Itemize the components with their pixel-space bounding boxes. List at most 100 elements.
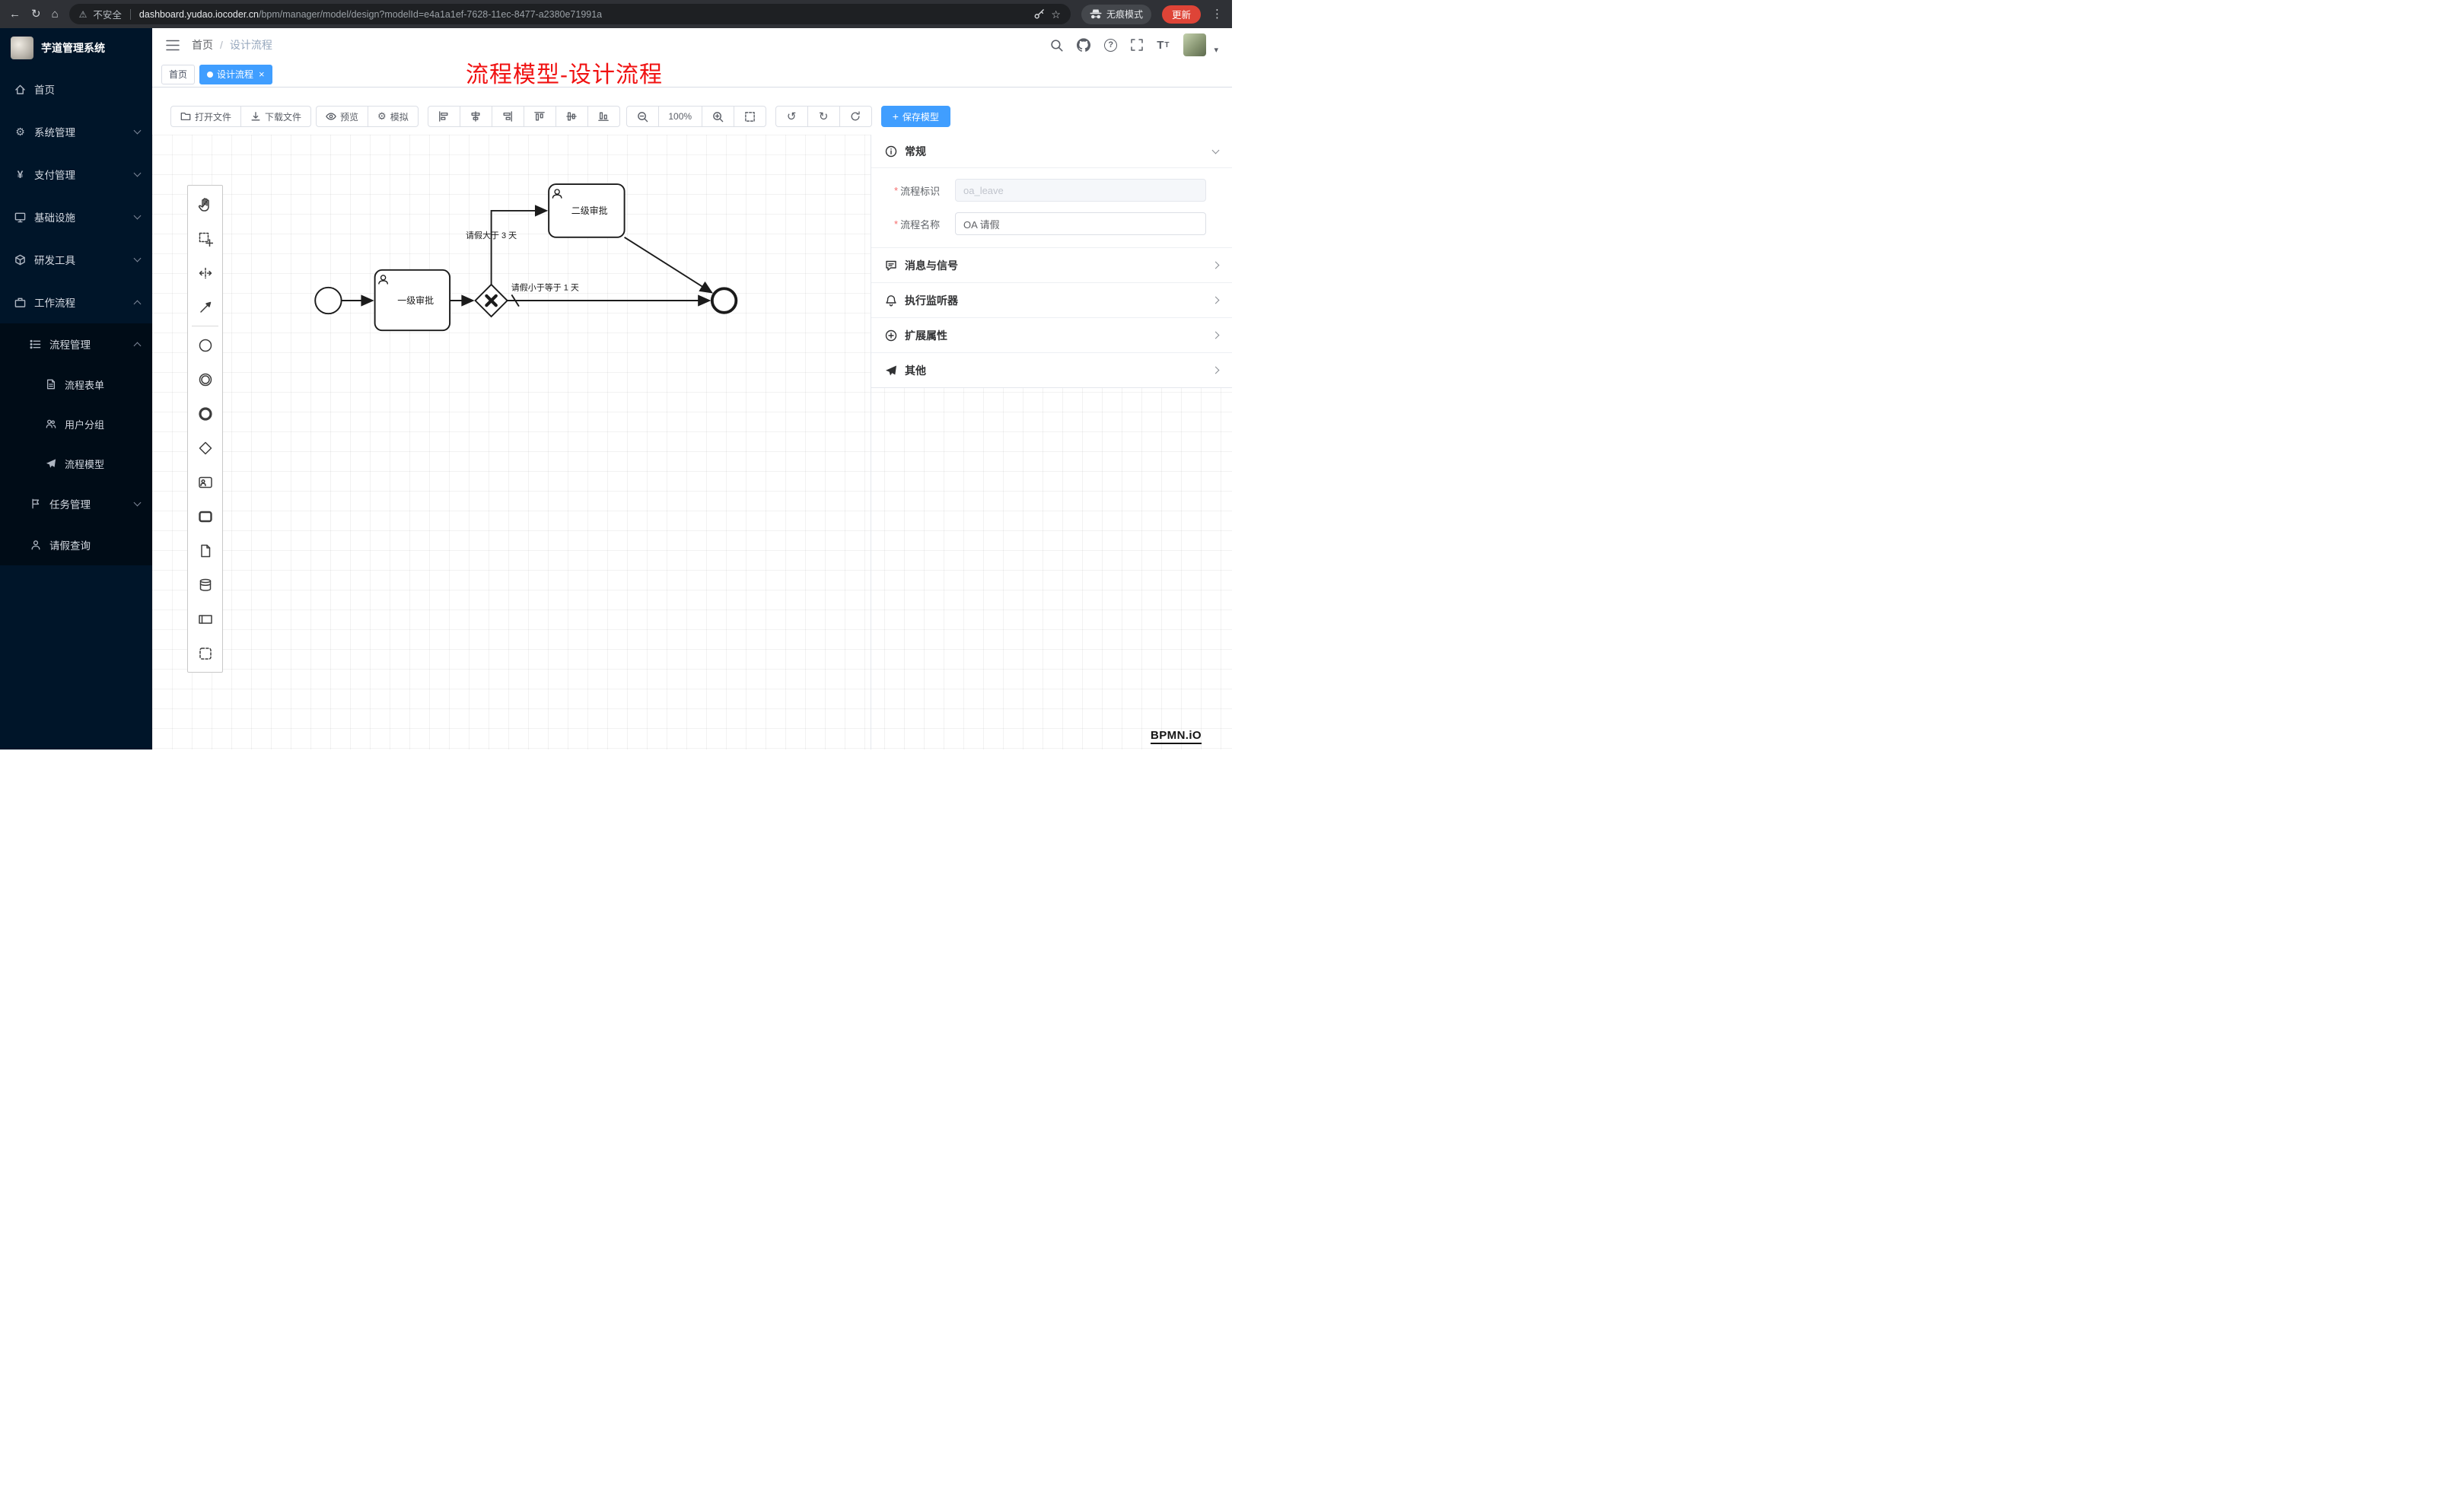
create-data-object[interactable] xyxy=(188,533,222,568)
bpmn-palette xyxy=(187,185,223,673)
breadcrumb-current: 设计流程 xyxy=(229,39,272,51)
annotation-text: 流程模型-设计流程 xyxy=(466,62,663,88)
zoom-reset-button[interactable] xyxy=(733,106,766,127)
process-key-input[interactable] xyxy=(955,179,1206,202)
chevron-down-icon xyxy=(133,126,142,135)
bpmn-io-watermark[interactable]: BPMN.iO xyxy=(1151,729,1202,744)
task-first-approval[interactable] xyxy=(374,269,451,332)
create-end-event[interactable] xyxy=(188,396,222,431)
back-icon[interactable]: ← xyxy=(9,8,21,21)
bpmn-diagram[interactable]: 一级审批 二级审批 请假大于 3 天 请假小于等于 1 天 xyxy=(152,135,1232,750)
sidebar-item-leave-query[interactable]: 请假查询 xyxy=(0,524,152,565)
update-button[interactable]: 更新 xyxy=(1161,5,1201,24)
address-bar[interactable]: ⚠ 不安全 dashboard.yudao.iocoder.cn/bpm/man… xyxy=(68,4,1071,24)
process-name-input[interactable] xyxy=(955,212,1206,235)
avatar-caret-icon[interactable]: ▾ xyxy=(1214,46,1218,55)
flow-label-gt: 请假大于 3 天 xyxy=(466,230,517,240)
align-middle-button[interactable] xyxy=(555,106,588,127)
hand-tool[interactable] xyxy=(188,187,222,221)
sidebar: 芋道管理系统 首页 ⚙ 系统管理 ¥ 支付管理 基础设施 研发工具 工 xyxy=(0,28,152,750)
create-gateway[interactable] xyxy=(188,431,222,465)
create-call-activity[interactable] xyxy=(188,499,222,533)
sidebar-item-process-model[interactable]: 流程模型 xyxy=(0,444,152,483)
align-right-button[interactable] xyxy=(491,106,524,127)
plus-circle-icon xyxy=(885,329,897,341)
user-avatar[interactable] xyxy=(1183,33,1207,56)
section-message-signal[interactable]: 消息与信号 xyxy=(871,247,1232,282)
sidebar-item-system[interactable]: ⚙ 系统管理 xyxy=(0,110,152,153)
chevron-down-icon xyxy=(133,212,142,220)
sidebar-item-devtools[interactable]: 研发工具 xyxy=(0,238,152,281)
section-other[interactable]: 其他 xyxy=(871,352,1232,387)
close-tab-icon[interactable]: × xyxy=(259,68,265,80)
section-extension-attrs[interactable]: 扩展属性 xyxy=(871,317,1232,352)
home-icon[interactable]: ⌂ xyxy=(51,8,59,21)
create-group[interactable] xyxy=(188,636,222,670)
task-second-approval[interactable] xyxy=(548,183,626,238)
align-center-button[interactable] xyxy=(459,106,492,127)
section-general[interactable]: 常规 xyxy=(871,135,1232,168)
sidebar-item-user-group[interactable]: 用户分组 xyxy=(0,404,152,444)
url-text[interactable]: dashboard.yudao.iocoder.cn/bpm/manager/m… xyxy=(138,8,603,20)
fullscreen-icon[interactable] xyxy=(1131,39,1143,51)
key-icon[interactable] xyxy=(1033,8,1045,20)
sidebar-item-workflow[interactable]: 工作流程 xyxy=(0,281,152,323)
simulate-button[interactable]: ⚙ 模拟 xyxy=(368,106,419,127)
chevron-down-icon xyxy=(1211,146,1220,154)
sidebar-item-home[interactable]: 首页 xyxy=(0,68,152,110)
sidebar-item-infrastructure[interactable]: 基础设施 xyxy=(0,196,152,238)
global-connect-tool[interactable] xyxy=(188,290,222,324)
align-top-button[interactable] xyxy=(523,106,556,127)
flow-task2-end[interactable] xyxy=(624,237,713,294)
breadcrumb-home[interactable]: 首页 xyxy=(192,39,213,51)
create-participant[interactable] xyxy=(188,602,222,636)
tab-design-process[interactable]: 设计流程 × xyxy=(199,64,272,84)
sidebar-item-process-form[interactable]: 流程表单 xyxy=(0,364,152,404)
github-icon[interactable] xyxy=(1077,38,1091,52)
undo-button[interactable]: ↺ xyxy=(775,106,808,127)
security-label[interactable]: 不安全 xyxy=(93,10,122,21)
flow-gateway-task2[interactable] xyxy=(490,205,549,285)
bookmark-star-icon[interactable]: ☆ xyxy=(1051,8,1061,21)
browser-menu-icon[interactable]: ⋮ xyxy=(1211,8,1223,21)
zoom-level[interactable]: 100% xyxy=(657,106,702,127)
download-file-button[interactable]: 下载文件 xyxy=(240,106,312,127)
end-event[interactable] xyxy=(710,287,738,314)
sidebar-item-payment[interactable]: ¥ 支付管理 xyxy=(0,153,152,196)
tab-home[interactable]: 首页 xyxy=(161,64,196,84)
align-left-button[interactable] xyxy=(427,106,460,127)
create-intermediate-event[interactable] xyxy=(188,362,222,396)
plus-icon: + xyxy=(892,110,899,123)
sidebar-item-process-management[interactable]: 流程管理 xyxy=(0,323,152,364)
reload-icon[interactable]: ↻ xyxy=(31,8,41,21)
zoom-out-button[interactable] xyxy=(626,106,659,127)
open-file-button[interactable]: 打开文件 xyxy=(170,106,242,127)
workflow-submenu: 流程管理 流程表单 用户分组 流程模型 任务管理 请假 xyxy=(0,323,152,565)
flow-label-lte: 请假小于等于 1 天 xyxy=(511,282,579,293)
logo-row[interactable]: 芋道管理系统 xyxy=(0,28,152,68)
sidebar-item-task-management[interactable]: 任务管理 xyxy=(0,483,152,524)
zoom-in-button[interactable] xyxy=(701,106,734,127)
search-icon[interactable] xyxy=(1050,39,1063,52)
download-icon xyxy=(251,112,260,121)
create-user-task[interactable] xyxy=(188,465,222,499)
chevron-right-icon xyxy=(1211,261,1220,269)
preview-button[interactable]: 预览 xyxy=(316,106,369,127)
redo-button[interactable]: ↻ xyxy=(807,106,840,127)
section-execution-listener[interactable]: 执行监听器 xyxy=(871,282,1232,317)
create-start-event[interactable] xyxy=(188,328,222,362)
paper-plane-icon xyxy=(44,458,57,469)
align-bottom-button[interactable] xyxy=(587,106,620,127)
create-data-store[interactable] xyxy=(188,568,222,602)
start-event[interactable] xyxy=(314,286,342,315)
default-flow-marker xyxy=(511,294,520,307)
sidebar-collapse-icon[interactable] xyxy=(166,40,180,51)
help-icon[interactable]: ? xyxy=(1104,38,1118,52)
save-model-button[interactable]: + 保存模型 xyxy=(880,106,950,127)
space-tool[interactable] xyxy=(188,256,222,290)
yen-icon: ¥ xyxy=(17,168,24,180)
restart-button[interactable] xyxy=(839,106,872,127)
lasso-tool[interactable] xyxy=(188,221,222,256)
